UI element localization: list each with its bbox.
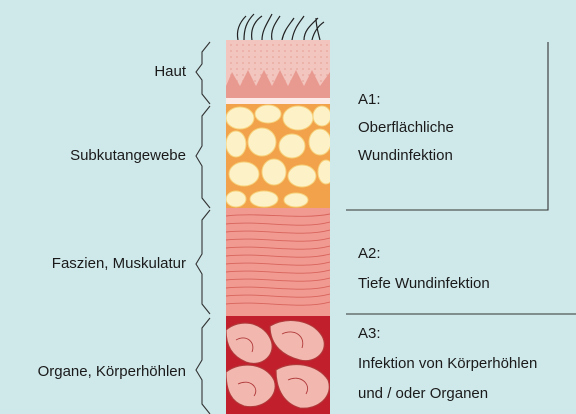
left-brackets [196, 42, 210, 414]
organ-layer [226, 316, 330, 414]
muscle-layer [226, 208, 330, 316]
label-organs: Organe, Körperhöhlen [38, 362, 186, 382]
subcutis-layer [226, 104, 334, 208]
hair-icon [237, 14, 324, 40]
label-skin: Haut [154, 62, 186, 82]
class-a1-line2: Wundinfektion [358, 146, 453, 166]
class-a3-line2: und / oder Organen [358, 384, 488, 404]
class-a1-code: A1: [358, 90, 381, 110]
class-a2-code: A2: [358, 244, 381, 264]
class-a1-line1: Oberflächliche [358, 118, 454, 138]
skin-layer [226, 40, 330, 106]
label-fascia-muscle: Faszien, Muskulatur [52, 254, 186, 274]
class-a3-code: A3: [358, 324, 381, 344]
class-a2-line1: Tiefe Wundinfektion [358, 274, 490, 294]
class-a3-line1: Infektion von Körperhöhlen [358, 354, 537, 374]
label-subcutis: Subkutangewebe [70, 146, 186, 166]
